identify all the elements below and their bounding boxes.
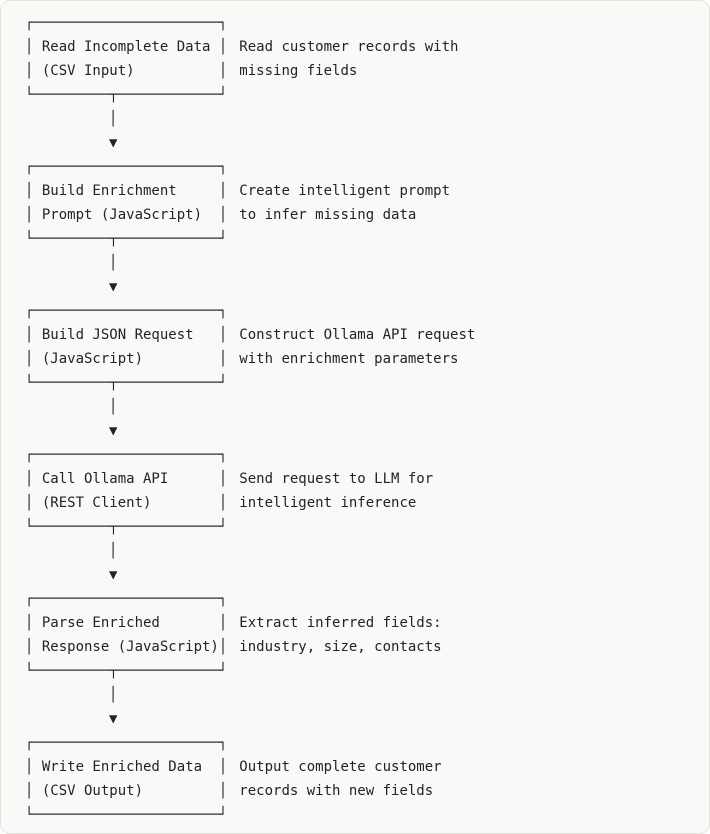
flow-connector: │ ▼ [25,539,709,587]
step-description: Send request to LLM for intelligent infe… [239,471,434,511]
flow-step-read-incomplete-data: ┌──────────────────────┐ │ Read Incomple… [25,11,709,107]
flow-step-build-json-request: ┌──────────────────────┐ │ Build JSON Re… [25,299,709,395]
flow-connector: │ ▼ [25,683,709,731]
arrow-down-icon: ▼ [109,567,118,583]
connector-line: │ [109,543,118,559]
flow-step-call-ollama-api: ┌──────────────────────┐ │ Call Ollama A… [25,443,709,539]
connector-line: │ [109,111,118,127]
connector-line: │ [109,255,118,271]
connector-line: │ [109,687,118,703]
step-box: ┌──────────────────────┐ │ Build JSON Re… [25,303,228,391]
flow-diagram: ┌──────────────────────┐ │ Read Incomple… [25,11,709,827]
step-description: Create intelligent prompt to infer missi… [239,183,451,223]
step-description: Output complete customer records with ne… [239,759,442,799]
step-box: ┌──────────────────────┐ │ Read Incomple… [25,15,228,103]
connector-line: │ [109,399,118,415]
flow-connector: │ ▼ [25,107,709,155]
flow-step-parse-enriched-response: ┌──────────────────────┐ │ Parse Enriche… [25,587,709,683]
step-description: Construct Ollama API request with enrich… [239,327,476,367]
flow-step-write-enriched-data: ┌──────────────────────┐ │ Write Enriche… [25,731,709,827]
arrow-down-icon: ▼ [109,423,118,439]
step-box: ┌──────────────────────┐ │ Parse Enriche… [25,591,228,679]
flow-connector: │ ▼ [25,251,709,299]
step-box: ┌──────────────────────┐ │ Write Enriche… [25,735,228,823]
step-box: ┌──────────────────────┐ │ Call Ollama A… [25,447,228,535]
flow-step-build-enrichment-prompt: ┌──────────────────────┐ │ Build Enrichm… [25,155,709,251]
arrow-down-icon: ▼ [109,135,118,151]
flow-connector: │ ▼ [25,395,709,443]
arrow-down-icon: ▼ [109,711,118,727]
arrow-down-icon: ▼ [109,279,118,295]
step-description: Extract inferred fields: industry, size,… [239,615,442,655]
step-box: ┌──────────────────────┐ │ Build Enrichm… [25,159,228,247]
step-description: Read customer records with missing field… [239,39,459,79]
